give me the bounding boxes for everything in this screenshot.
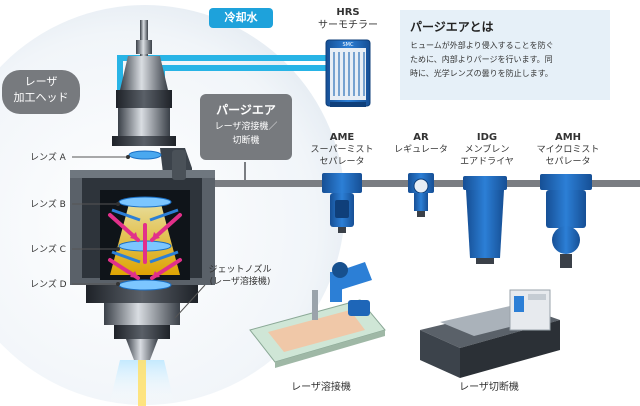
laser-welder-machine [249,262,386,368]
lens-c-label: レンズ C [30,245,66,255]
lens-a-label: レンズ A [30,153,66,163]
chiller-badge: SMC [343,42,354,48]
amh-code: AMH [554,132,582,143]
purge-callout-line2: 切断機 [232,136,260,146]
ame-line2: セパレータ [319,157,365,167]
hrs-name: サーモチラー [318,20,378,31]
idg-code: IDG [476,132,498,143]
idg-line1: メンブレン [464,145,510,155]
ar-line1: レギュレータ [394,145,448,155]
ame-label: AME スーパーミスト セパレータ [306,132,378,168]
ame-device [322,173,362,233]
amh-label: AMH マイクロミスト セパレータ [528,132,608,168]
lens-leader-lines [72,156,206,319]
ar-code: AR [413,132,429,143]
amh-line2: セパレータ [545,157,591,167]
laser-cutter-label: レーザ切断機 [459,382,519,393]
amh-line1: マイクロミスト [536,145,600,155]
cooling-water-label: 冷却水 [209,8,273,28]
lens-elements [118,150,172,291]
laser-cutter-machine [420,289,560,378]
laser-head-label-line1: レーザ [24,75,58,88]
purge-info-line-3: 時に、光学レンズの曇りを防止します。 [410,69,553,78]
laser-welder-label: レーザ溶接機 [291,382,351,393]
purge-air-callout: パージエア レーザ溶接機／ 切断機 [200,94,292,160]
hrs-chiller-device [325,39,371,107]
purge-info-line-1: ヒュームが外部より侵入することを防ぐ [410,41,554,50]
hrs-code: HRS [336,7,360,18]
lens-b-label: レンズ B [30,200,66,210]
blue-flow-arrows [111,208,179,264]
laser-head-label: レーザ 加工ヘッド [2,70,80,114]
jet-nozzle-label: ジェットノズル (レーザ溶接機) [198,264,282,288]
amh-device [540,174,592,268]
ar-label: AR レギュレータ [388,132,454,156]
jet-nozzle-line1: ジェットノズル [208,265,272,275]
purge-info-box: パージエアとは ヒュームが外部より侵入することを防ぐ ために、内部よりパージを行… [400,10,610,100]
purge-callout-title: パージエア [216,103,276,117]
idg-device [463,176,507,264]
ame-line1: スーパーミスト [310,145,374,155]
ar-device [408,173,434,217]
laser-head-label-line2: 加工ヘッド [13,91,69,104]
ame-code: AME [329,132,355,143]
idg-label: IDG メンブレン エアドライヤ [452,132,522,168]
jet-nozzle-line2: (レーザ溶接機) [209,277,271,287]
purge-info-line-2: ために、内部よりパージを行います。同 [410,55,553,64]
lens-d-label: レンズ D [30,280,67,290]
purge-info-title: パージエアとは [410,20,494,34]
purge-callout-line1: レーザ溶接機／ [214,122,278,132]
main-air-pipe [140,180,640,187]
hrs-label: HRS サーモチラー [310,6,386,32]
idg-line2: エアドライヤ [460,157,514,167]
